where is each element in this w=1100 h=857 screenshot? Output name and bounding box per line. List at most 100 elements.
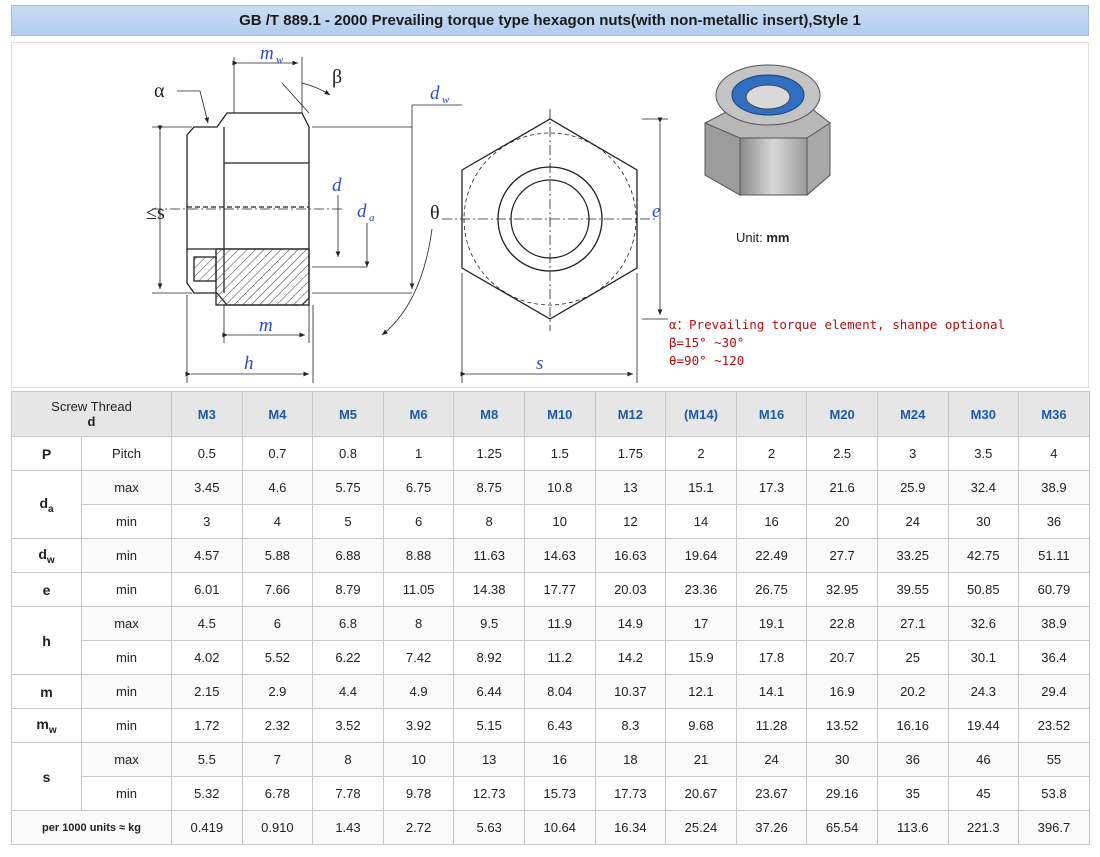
size-header: (M14) [665, 391, 737, 437]
row-symbol: dw [11, 538, 82, 573]
table-cell: 8.3 [594, 708, 667, 743]
unit-label: Unit: mm [736, 230, 789, 245]
row-symbol-text: h [42, 632, 51, 649]
table-cell: 8.79 [312, 572, 384, 607]
table-cell: 17 [665, 606, 737, 641]
row-symbol: da [11, 470, 82, 539]
size-header: M5 [312, 391, 384, 437]
table-cell: 38.9 [1018, 470, 1090, 505]
table-cell: 23.36 [665, 572, 737, 607]
row-symbol-text: m [40, 683, 53, 700]
table-cell: 12.1 [665, 674, 737, 709]
weight-cell: 65.54 [806, 810, 878, 845]
table-cell: 0.8 [312, 436, 384, 471]
table-cell: 26.75 [735, 572, 808, 607]
table-cell: 32.95 [806, 572, 878, 607]
weight-cell: 221.3 [947, 810, 1020, 845]
weight-cell: 396.7 [1018, 810, 1090, 845]
table-cell: 14.1 [735, 674, 808, 709]
table-cell: 14.63 [523, 538, 596, 573]
table-cell: 14 [665, 504, 737, 539]
table-cell: 39.55 [876, 572, 949, 607]
table-cell: 16 [523, 742, 596, 777]
table-cell: 8.92 [453, 640, 525, 675]
table-cell: 32.6 [947, 606, 1020, 641]
table-cell: 32.4 [947, 470, 1020, 505]
table-cell: 55 [1018, 742, 1090, 777]
size-header: M10 [523, 391, 596, 437]
table-cell: 14.9 [594, 606, 667, 641]
table-cell: 30.1 [947, 640, 1020, 675]
table-cell: 29.16 [806, 776, 878, 811]
table-cell: 35 [876, 776, 949, 811]
dw-label: d [430, 83, 440, 104]
table-cell: 2.9 [241, 674, 314, 709]
row-symbol-subscript: w [48, 724, 57, 736]
table-cell: 7 [241, 742, 314, 777]
weight-cell: 25.24 [665, 810, 737, 845]
table-cell: 19.64 [665, 538, 737, 573]
table-cell: 17.77 [523, 572, 596, 607]
table-cell: 30 [806, 742, 878, 777]
table-cell: 24 [735, 742, 808, 777]
table-cell: 5.32 [171, 776, 243, 811]
row-label: min [81, 640, 172, 675]
table-cell: 7.42 [382, 640, 455, 675]
row-label: min [81, 708, 172, 743]
table-cell: 10 [382, 742, 455, 777]
row-symbol: s [11, 742, 82, 811]
row-symbol-text: d [39, 494, 48, 511]
table-cell: 10 [523, 504, 596, 539]
da-sub-label: a [369, 212, 375, 224]
table-cell: 4.9 [382, 674, 455, 709]
table-cell: 38.9 [1018, 606, 1090, 641]
note-alpha: α：Prevailing torque element, shanpe opti… [669, 317, 1006, 332]
table-cell: 3 [171, 504, 243, 539]
table-cell: 1.5 [523, 436, 596, 471]
weight-cell: 0.419 [171, 810, 243, 845]
table-cell: 27.7 [806, 538, 878, 573]
row-symbol: P [11, 436, 82, 471]
size-header: M16 [735, 391, 808, 437]
table-cell: 6 [382, 504, 455, 539]
table-cell: 4.6 [241, 470, 314, 505]
weight-cell: 0.910 [241, 810, 314, 845]
row-label: max [81, 742, 172, 777]
weight-cell: 2.72 [382, 810, 455, 845]
table-cell: 27.1 [876, 606, 949, 641]
row-symbol: mw [11, 708, 82, 743]
table-cell: 14.2 [594, 640, 667, 675]
table-cell: 24.3 [947, 674, 1020, 709]
table-cell: 9.78 [382, 776, 455, 811]
table-cell: 16 [735, 504, 808, 539]
row-symbol-subscript: a [48, 503, 54, 515]
table-cell: 20.67 [665, 776, 737, 811]
table-cell: 8 [453, 504, 525, 539]
table-cell: 24 [876, 504, 949, 539]
screw-thread-label: Screw Thread [51, 399, 132, 414]
row-label: min [81, 504, 172, 539]
row-symbol-text: s [42, 768, 51, 785]
table-cell: 4.02 [171, 640, 243, 675]
table-cell: 5 [312, 504, 384, 539]
table-cell: 15.9 [665, 640, 737, 675]
table-cell: 19.1 [735, 606, 808, 641]
table-cell: 8.75 [453, 470, 525, 505]
table-cell: 5.88 [241, 538, 314, 573]
table-cell: 13.52 [806, 708, 878, 743]
table-cell: 3.92 [382, 708, 455, 743]
da-label: d [357, 201, 367, 222]
table-cell: 16.16 [876, 708, 949, 743]
table-cell: 42.75 [947, 538, 1020, 573]
le-s-label: ≤s [146, 202, 165, 224]
table-cell: 10.8 [523, 470, 596, 505]
theta-label: θ [430, 202, 440, 224]
